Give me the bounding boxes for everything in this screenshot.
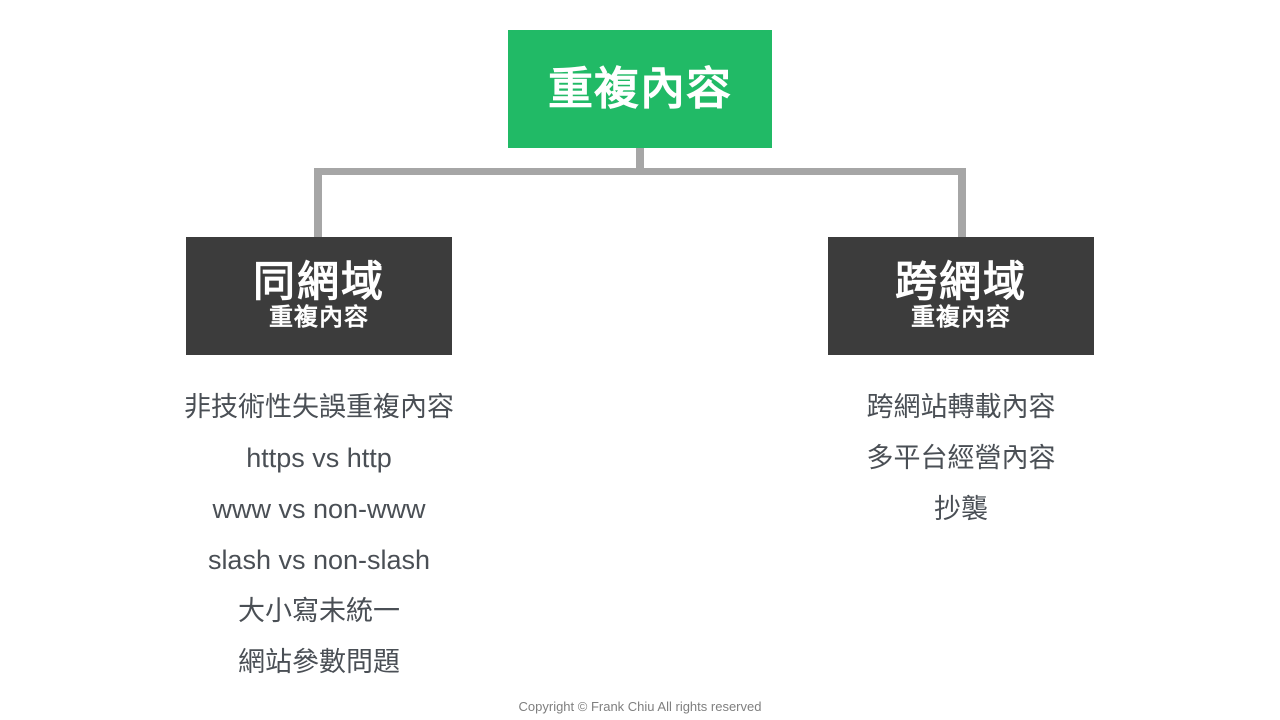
node-branch-cross-domain: 跨網域 重複內容 bbox=[828, 237, 1094, 355]
node-branch-left-subtitle: 重複內容 bbox=[269, 303, 369, 331]
list-item: https vs http bbox=[246, 443, 392, 473]
connector-left-drop bbox=[314, 168, 322, 239]
item-list-cross-domain: 跨網站轉載內容 多平台經營內容 抄襲 bbox=[796, 382, 1126, 535]
item-list-same-domain: 非技術性失誤重複內容 https vs http www vs non-www … bbox=[154, 382, 484, 688]
list-item: slash vs non-slash bbox=[207, 545, 431, 575]
copyright-notice: Copyright © Frank Chiu All rights reserv… bbox=[518, 699, 762, 714]
connector-horizontal-bar bbox=[314, 168, 966, 175]
list-item: 非技術性失誤重複內容 bbox=[184, 392, 454, 422]
node-root-title: 重複內容 bbox=[547, 63, 732, 115]
list-item: www vs non-www bbox=[212, 494, 426, 524]
node-root-duplicate-content: 重複內容 bbox=[508, 30, 772, 148]
node-branch-left-title: 同網域 bbox=[252, 257, 385, 305]
node-branch-same-domain: 同網域 重複內容 bbox=[186, 237, 452, 355]
connector-root-stem bbox=[636, 148, 644, 174]
list-item: 大小寫未統一 bbox=[238, 596, 400, 626]
list-item: 網站參數問題 bbox=[238, 647, 400, 677]
list-item: 跨網站轉載內容 bbox=[866, 392, 1056, 422]
list-item: 多平台經營內容 bbox=[866, 443, 1056, 473]
node-branch-right-title: 跨網域 bbox=[894, 257, 1027, 305]
node-branch-right-subtitle: 重複內容 bbox=[911, 303, 1011, 331]
connector-right-drop bbox=[958, 168, 966, 239]
list-item: 抄襲 bbox=[934, 494, 988, 524]
